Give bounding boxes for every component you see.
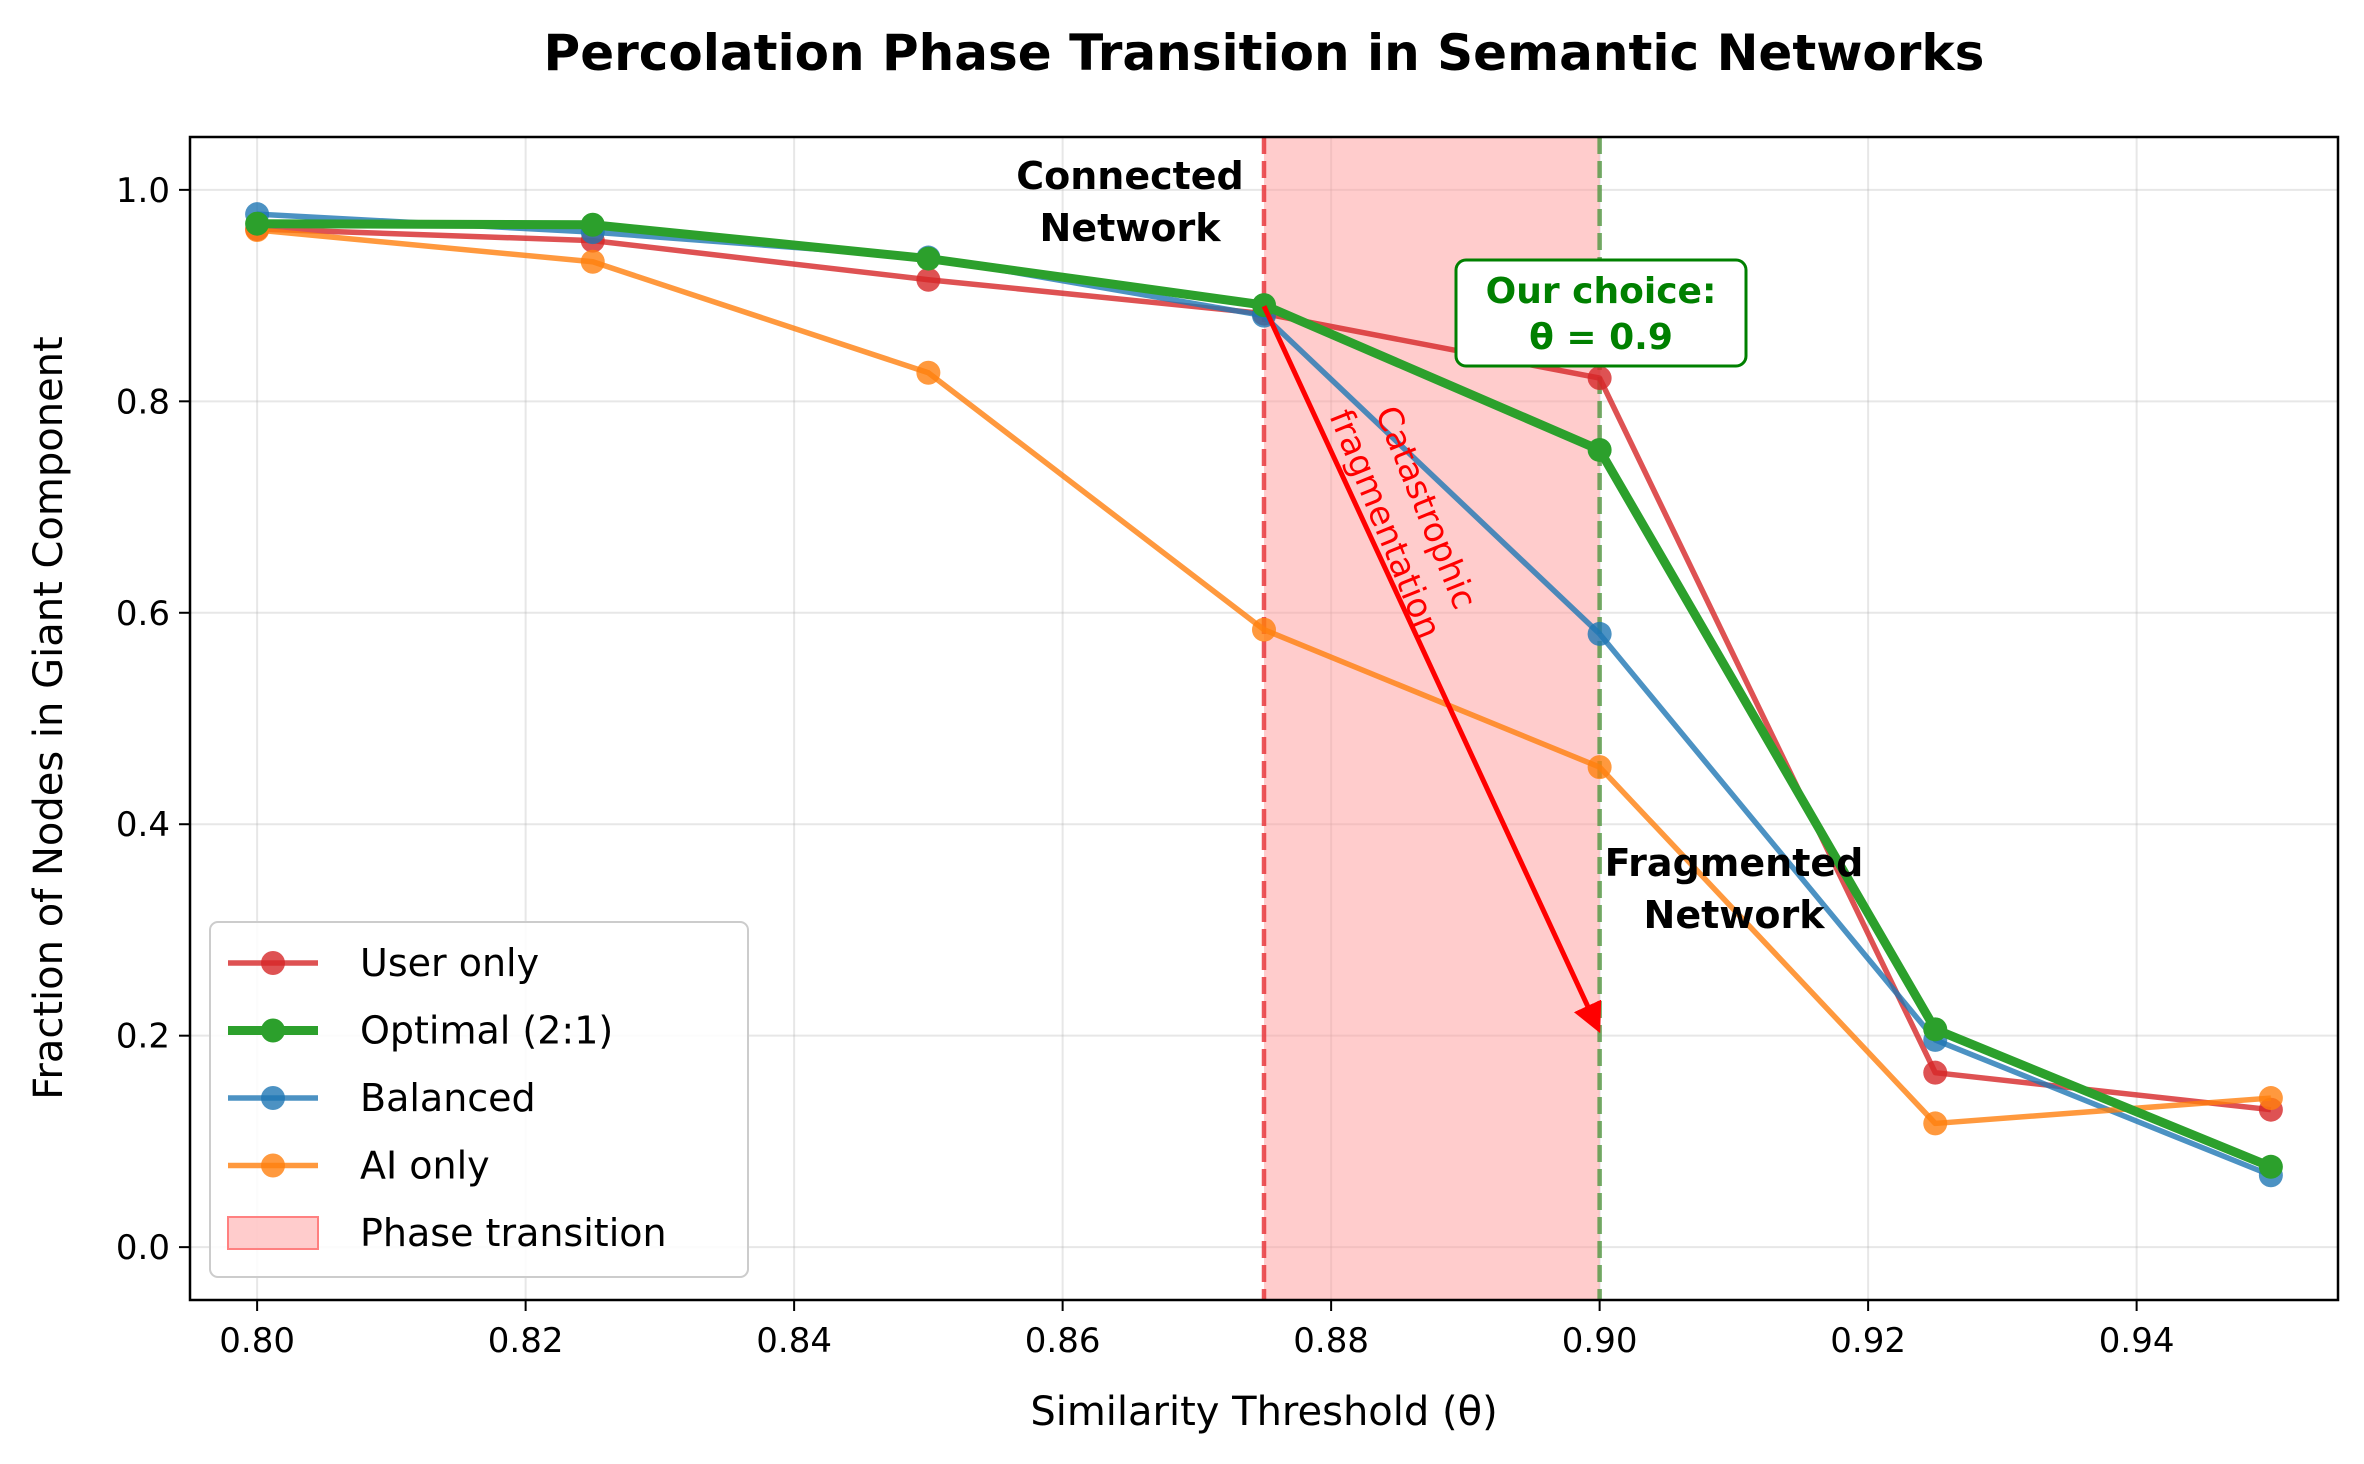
y-tick-label: 0.6: [116, 594, 170, 634]
data-point: [1252, 617, 1276, 642]
y-tick-label: 0.0: [116, 1228, 170, 1268]
legend-entry: Optimal (2:1): [228, 1009, 613, 1053]
x-tick-label: 0.86: [1025, 1321, 1101, 1361]
plot-frame: [188, 135, 2340, 1302]
data-point: [1923, 1111, 1948, 1136]
data-point: [2258, 1086, 2283, 1111]
legend-label: Phase transition: [360, 1211, 667, 1255]
y-tick-label: 0.8: [116, 382, 170, 422]
data-point: [580, 249, 605, 274]
data-point: [1587, 621, 1612, 646]
legend-entry: Phase transition: [227, 1211, 667, 1255]
data-point: [1587, 366, 1612, 391]
legend-patch: [227, 1216, 319, 1250]
data-point: [1252, 293, 1276, 318]
y-tick-label: 0.2: [116, 1017, 170, 1057]
data-series: [245, 202, 2283, 1188]
x-tick-label: 0.84: [756, 1321, 832, 1361]
data-point: [580, 212, 605, 237]
x-tick-label: 0.94: [2099, 1321, 2175, 1361]
data-point: [916, 360, 941, 385]
data-point: [1923, 1060, 1948, 1085]
y-axis-label: Fraction of Nodes in Giant Component: [26, 336, 72, 1099]
data-point: [916, 267, 941, 292]
data-point: [916, 246, 941, 271]
legend-label: User only: [360, 941, 539, 985]
choice-box: [1454, 258, 1748, 368]
x-tick-label: 0.80: [219, 1321, 295, 1361]
legend-label: AI only: [360, 1144, 490, 1188]
legend-marker: [261, 1086, 285, 1110]
legend-marker: [261, 1018, 285, 1043]
data-point: [1923, 1017, 1948, 1042]
data-point: [1587, 437, 1612, 462]
data-point: [1587, 755, 1612, 780]
fragmentation-arrow: [1261, 305, 1602, 1034]
legend-label: Balanced: [360, 1076, 536, 1120]
series-optimal-2-1-: [245, 211, 2283, 1179]
y-tick-label: 0.4: [116, 805, 170, 845]
legend-label: Optimal (2:1): [360, 1009, 613, 1053]
data-point: [245, 211, 270, 236]
x-axis-label: Similarity Threshold (θ): [1030, 1389, 1497, 1435]
legend-box: [209, 921, 749, 1278]
y-axis-ticks: 0.0 0.2 0.4 0.6 0.8 1.0: [116, 171, 190, 1268]
legend-entry: AI only: [228, 1144, 490, 1188]
our-choice-label: Our choice:θ = 0.9: [1486, 271, 1717, 358]
x-axis-ticks: 0.80 0.82 0.84 0.86 0.88 0.90 0.92 0.94: [219, 1300, 2174, 1361]
legend-marker: [261, 1153, 285, 1178]
x-tick-label: 0.82: [488, 1321, 564, 1361]
chart-title: Percolation Phase Transition in Semantic…: [544, 24, 1985, 82]
legend-entry: User only: [228, 941, 539, 985]
x-tick-label: 0.88: [1293, 1321, 1369, 1361]
x-tick-label: 0.90: [1562, 1321, 1638, 1361]
legend-entry: Balanced: [228, 1076, 536, 1120]
y-tick-label: 1.0: [116, 171, 170, 211]
data-point: [2258, 1154, 2283, 1179]
x-tick-label: 0.92: [1830, 1321, 1906, 1361]
legend-marker: [261, 951, 285, 975]
